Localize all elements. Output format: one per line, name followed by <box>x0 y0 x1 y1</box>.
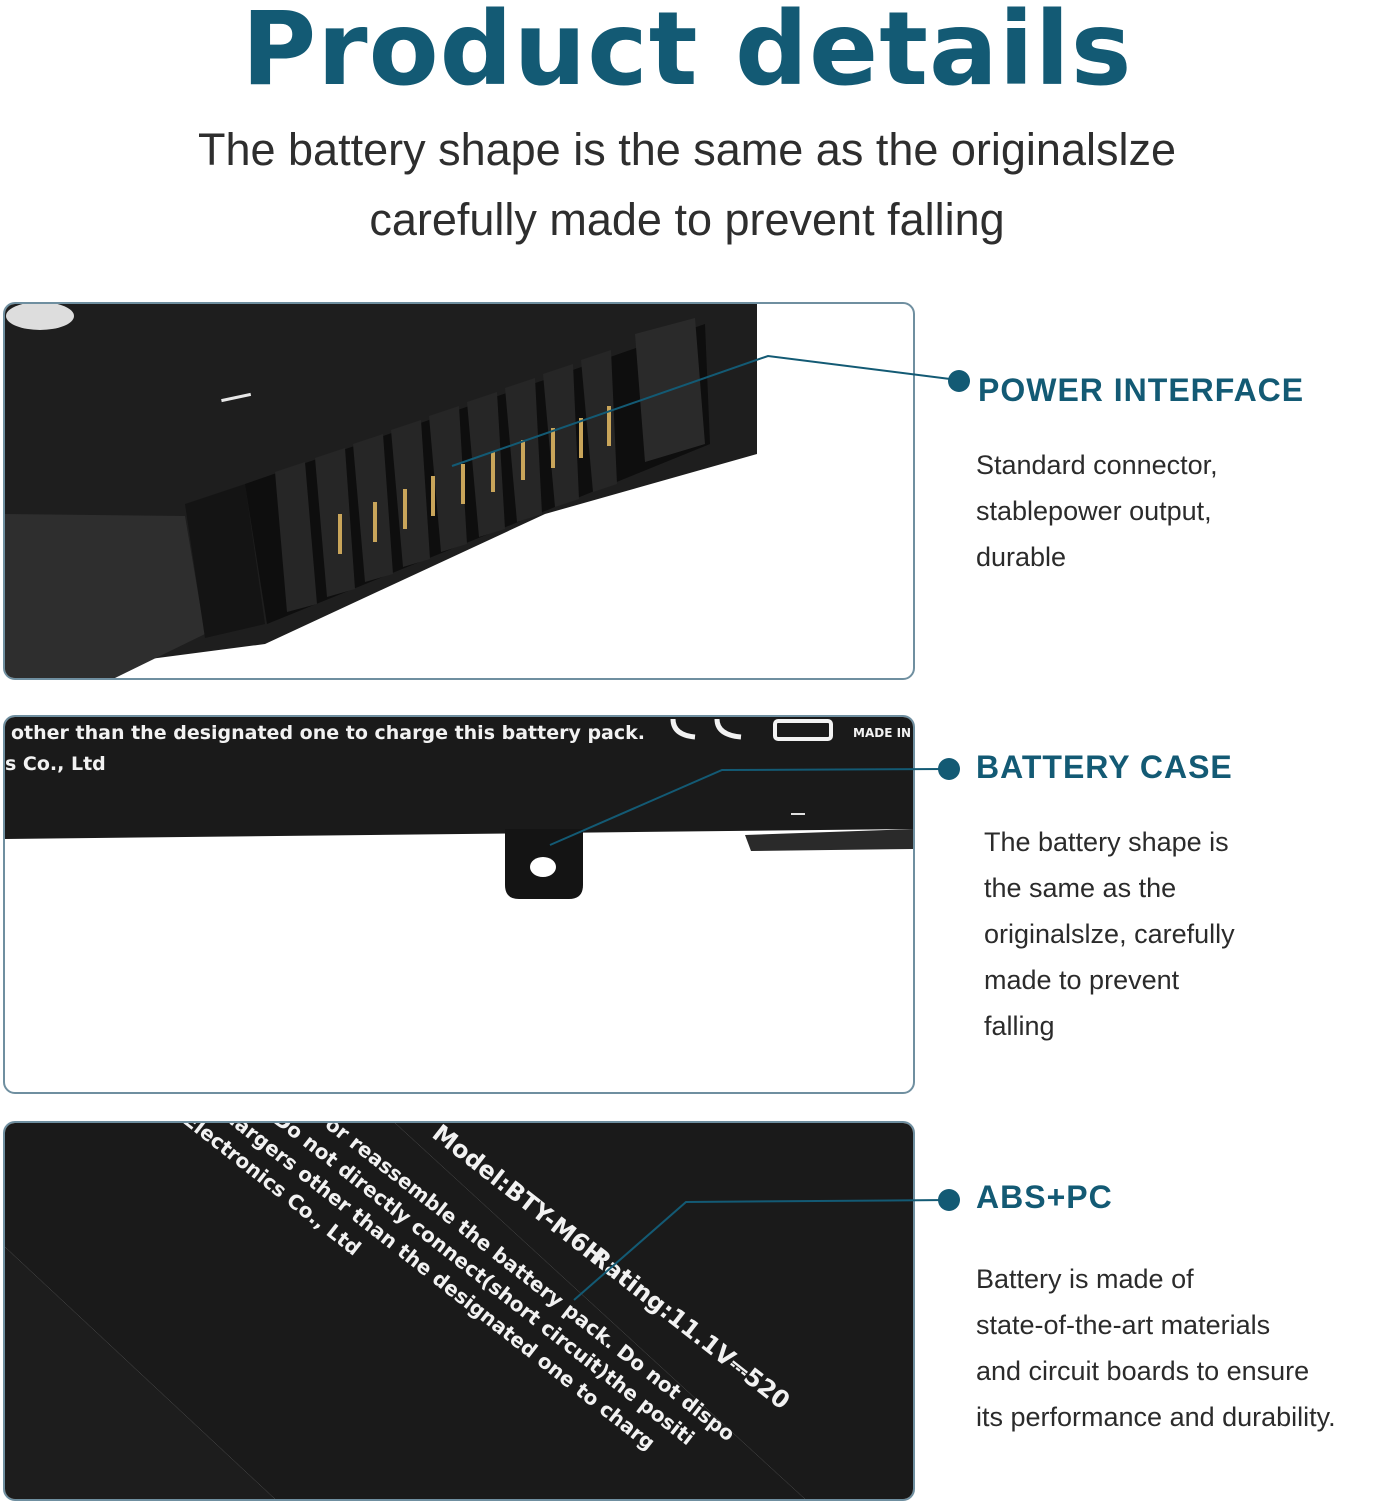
abs-pc-photo: ack ssemble or reassemble the battery pa… <box>3 1121 915 1501</box>
feature-line: its performance and durability. <box>976 1402 1336 1432</box>
feature-line: durable <box>976 542 1067 572</box>
feature-title-abs-pc: ABS+PC <box>976 1179 1113 1215</box>
feature-line: The battery shape is <box>984 827 1229 857</box>
callout-dot-case <box>938 758 960 780</box>
ce-mark-icon <box>670 718 696 740</box>
connector-illustration <box>5 304 757 678</box>
feature-line: Standard connector, <box>976 450 1218 480</box>
feature-line: stablepower output, <box>976 496 1212 526</box>
feature-line: falling <box>984 1011 1055 1041</box>
battery-label-illustration: ack ssemble or reassemble the battery pa… <box>5 1123 913 1499</box>
feature-text-abs-pc: Battery is made of state-of-the-art mate… <box>976 1256 1336 1440</box>
callout-dot-abs <box>938 1189 960 1211</box>
feature-title-power-interface: POWER INTERFACE <box>978 372 1305 408</box>
feature-title-battery-case: BATTERY CASE <box>976 749 1233 785</box>
recycle-mark-icon <box>773 719 833 741</box>
feature-line: made to prevent <box>984 965 1180 995</box>
page-title: Product details <box>241 0 1133 109</box>
feature-line: state-of-the-art materials <box>976 1310 1271 1340</box>
case-warning-line-2: s Co., Ltd <box>5 753 106 775</box>
feature-line: the same as the <box>984 873 1177 903</box>
feature-line: and circuit boards to ensure <box>976 1356 1310 1386</box>
feature-line: originalslze, carefully <box>984 919 1235 949</box>
subtitle-line-2: carefully made to prevent falling <box>369 194 1005 245</box>
power-interface-photo <box>3 302 915 680</box>
battery-case-illustration: other than the designated one to charge … <box>5 717 913 899</box>
battery-case-photo: other than the designated one to charge … <box>3 715 915 1094</box>
case-warning-line-1: other than the designated one to charge … <box>11 722 645 744</box>
subtitle-line-1: The battery shape is the same as the ori… <box>197 124 1177 175</box>
feature-line: Battery is made of <box>976 1264 1194 1294</box>
callout-dot-power <box>948 370 970 392</box>
feature-text-battery-case: The battery shape is the same as the ori… <box>984 819 1235 1049</box>
feature-text-power-interface: Standard connector, stablepower output, … <box>976 442 1218 580</box>
case-made-in-label: MADE IN <box>853 726 911 740</box>
